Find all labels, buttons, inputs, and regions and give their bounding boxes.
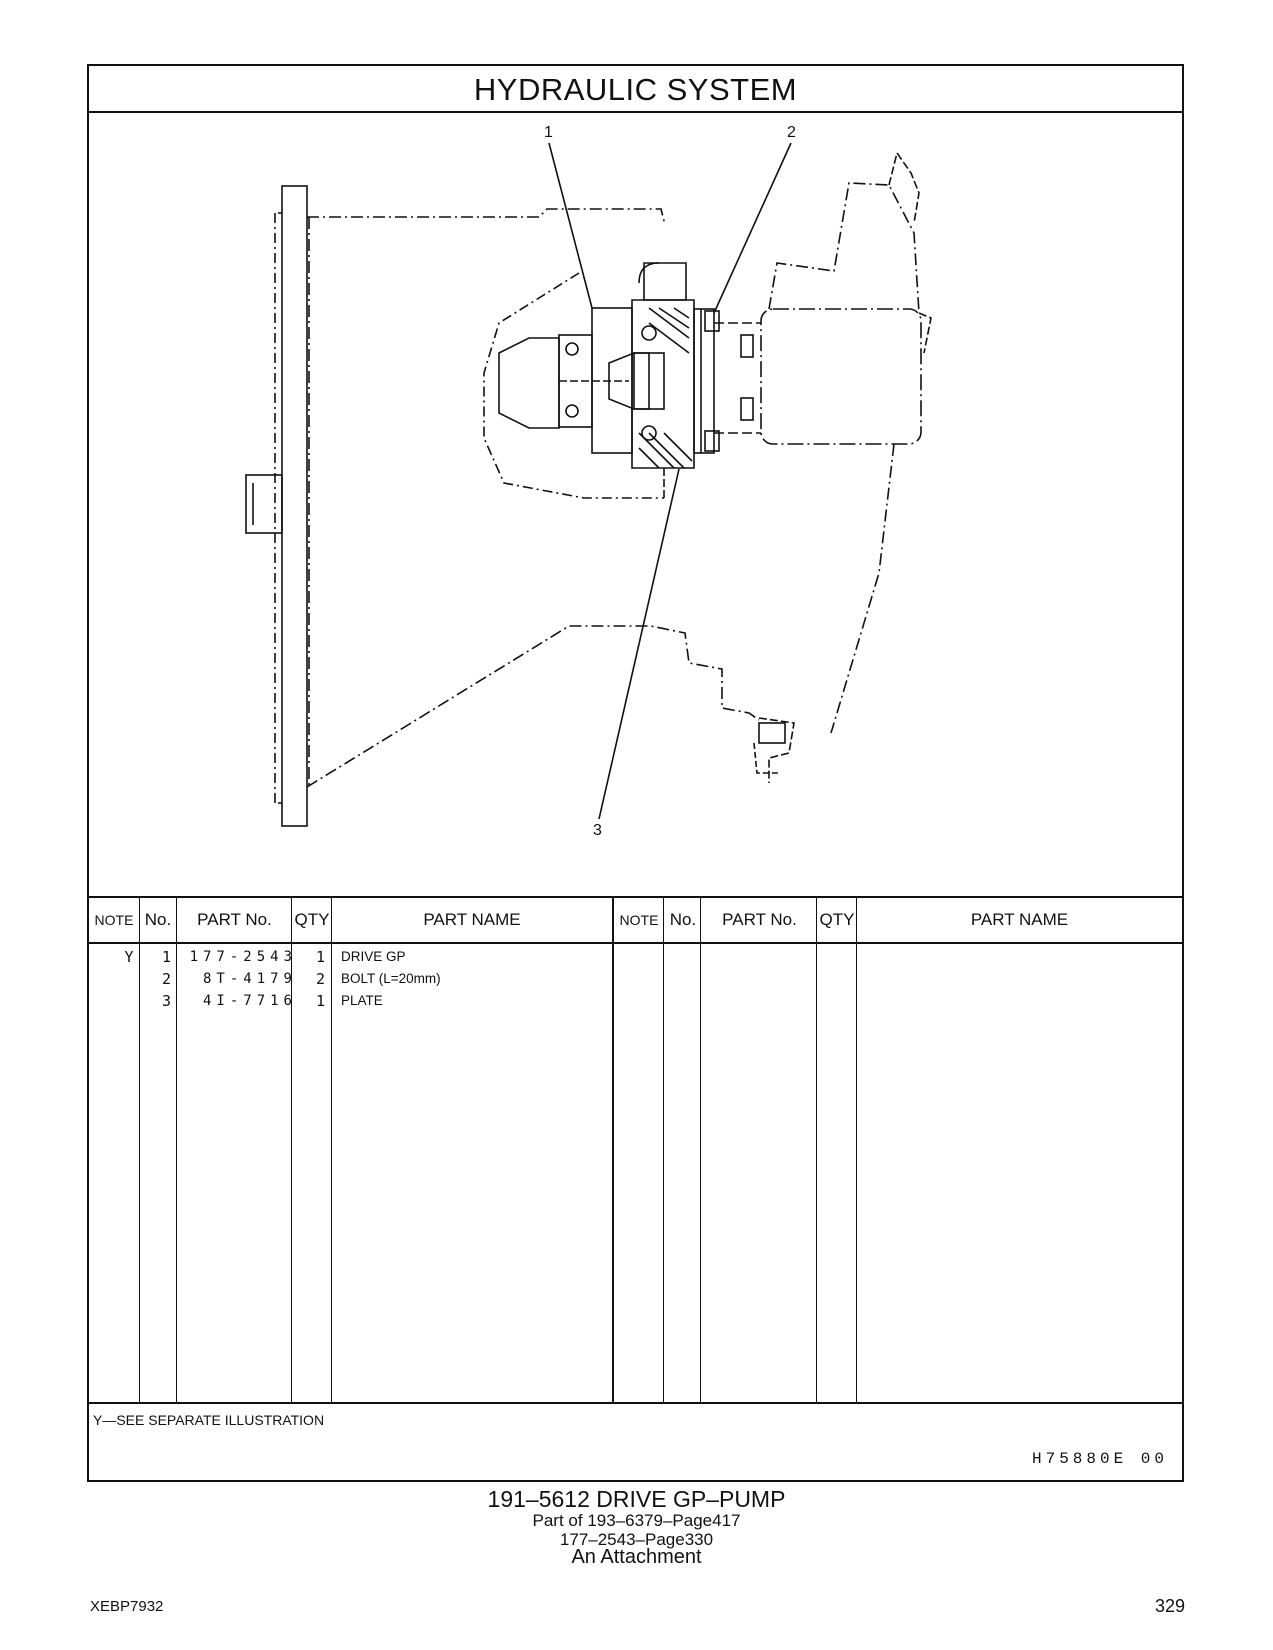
flange-boss (245, 474, 283, 534)
pump-body (760, 308, 922, 445)
shaft-nose (498, 337, 560, 429)
footnote-area: Y—SEE SEPARATE ILLUSTRATION H75880E 00 (89, 1402, 1182, 1484)
illustration-reference: H75880E 00 (1031, 1450, 1168, 1468)
row-qty: 1 (315, 948, 325, 966)
caption-part-of: Part of 193–6379–Page417 (532, 1511, 741, 1530)
callout-3: 3 (593, 822, 602, 839)
header-no-right: No. (669, 910, 697, 929)
leader-line-3 (598, 468, 680, 820)
page-number: 329 (1154, 1596, 1185, 1616)
table-row: 2 8T-4179 2 BOLT (L=20mm) (89, 968, 1182, 990)
row-qty: 2 (315, 970, 325, 988)
row-part-name: BOLT (L=20mm) (341, 971, 441, 986)
table-row: 3 4I-7716 1 PLATE (89, 990, 1182, 1012)
header-part-no-right: PART No. (722, 910, 797, 929)
row-no: 2 (161, 970, 171, 988)
parts-page-frame: HYDRAULIC SYSTEM (87, 64, 1184, 1482)
flange-plate (281, 185, 308, 827)
column-rule (856, 896, 857, 1402)
header-part-no-left: PART No. (197, 910, 272, 929)
header-qty-left: QTY (294, 910, 330, 929)
table-row: Y 1 177-2543 1 DRIVE GP (89, 946, 1182, 968)
leader-line-1 (548, 142, 593, 309)
exploded-illustration: 1 2 3 (89, 113, 1182, 896)
header-part-name-right: PART NAME (970, 910, 1069, 929)
header-note-left: NOTE (94, 912, 134, 928)
row-no: 3 (161, 992, 171, 1010)
leader-line-2 (713, 142, 792, 314)
header-note-right: NOTE (619, 912, 659, 928)
row-part-no: 177-2543 (189, 949, 297, 965)
row-part-name: PLATE (341, 993, 383, 1008)
column-rule (700, 896, 701, 1402)
callout-2: 2 (787, 124, 796, 141)
column-rule (663, 896, 664, 1402)
housing-outline-top (307, 208, 666, 226)
column-rule-center (612, 896, 614, 1402)
row-qty: 1 (315, 992, 325, 1010)
header-part-name-left: PART NAME (423, 910, 521, 929)
column-rule (176, 896, 177, 1402)
column-rule (139, 896, 140, 1402)
caption-attachment: An Attachment (571, 1546, 702, 1568)
housing-outline-bottom (306, 625, 760, 788)
header-no-left: No. (144, 910, 172, 929)
row-part-no: 4I-7716 (202, 993, 297, 1009)
caption-title: 191–5612 DRIVE GP–PUMP (487, 1486, 786, 1512)
column-rule (331, 896, 332, 1402)
column-rule (291, 896, 292, 1402)
row-part-no: 8T-4179 (202, 971, 297, 987)
parts-table-header: NOTE No. PART No. QTY PART NAME NOTE No.… (89, 896, 1182, 944)
row-part-name: DRIVE GP (341, 949, 406, 964)
column-rule (816, 896, 817, 1402)
caption-page-ref: 177–2543–Page330 (559, 1530, 714, 1549)
callout-1: 1 (544, 124, 553, 141)
pump-drive-drawing: 1 2 3 (245, 124, 932, 839)
row-no: 1 (161, 948, 171, 966)
header-qty-right: QTY (819, 910, 855, 929)
row-note: Y (124, 948, 134, 966)
footnote: Y—SEE SEPARATE ILLUSTRATION (93, 1412, 325, 1428)
section-title: HYDRAULIC SYSTEM (89, 66, 1182, 113)
publication-number: XEBP7932 (90, 1598, 164, 1615)
